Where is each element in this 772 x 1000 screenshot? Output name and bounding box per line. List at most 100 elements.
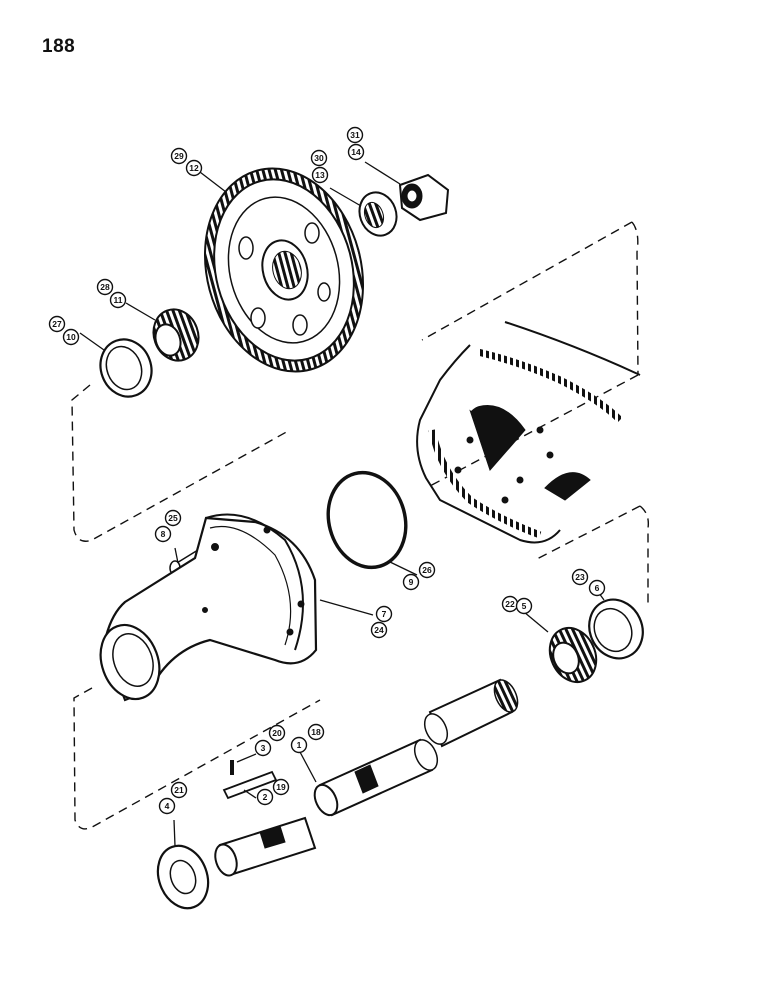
final-drive-housing [416,321,641,544]
callout-circle [347,143,365,161]
callout-label: 22 [505,599,515,609]
callout-c27: 27 [48,315,66,333]
callout-circle [170,781,188,799]
callout-circle [164,509,182,527]
callout-circle [62,328,80,346]
callout-label: 1 [297,740,302,750]
callout-circle [588,579,606,597]
bearing-cup-upper [99,338,153,398]
callout-circle [375,605,393,623]
callout-circle [272,778,290,796]
callout-circle [515,597,533,615]
callout-circle [109,291,127,309]
callout-c25: 25 [164,509,182,527]
callout-circle [418,561,436,579]
callout-c6: 6 [588,579,606,597]
splined-washer [358,191,398,237]
callout-label: 6 [595,583,600,593]
callout-c11: 11 [109,291,127,309]
callout-circle [311,166,329,184]
callout-c12: 12 [185,159,203,177]
callout-c8: 8 [154,525,172,543]
callout-c21: 21 [170,781,188,799]
callout-circle [48,315,66,333]
dashed-guide-lines [71,221,650,830]
bearing-cone-upper [152,308,200,362]
callout-label: 13 [315,170,325,180]
callout-circle [290,736,308,754]
callout-label: 20 [272,728,282,738]
callout-label: 2 [263,792,268,802]
callout-c10: 10 [62,328,80,346]
shaft-stub [214,816,317,877]
callout-circle [256,788,274,806]
callout-circle [170,147,188,165]
callout-c18: 18 [307,723,325,741]
callout-label: 27 [52,319,62,329]
callout-label: 11 [114,295,123,305]
callout-label: 7 [382,609,387,619]
callout-circle [571,568,589,586]
callout-label: 24 [374,625,384,635]
callout-c30: 30 [310,149,328,167]
callout-circle [96,278,114,296]
leader-lines [79,161,605,847]
callout-label: 29 [174,151,184,161]
callout-c2: 2 [256,788,274,806]
callout-label: 12 [189,163,199,173]
callout-c14: 14 [347,143,365,161]
ring-gear [203,167,365,373]
callout-circle [310,149,328,167]
callout-circle [307,723,325,741]
callout-c26: 26 [418,561,436,579]
callout-c13: 13 [311,166,329,184]
callout-label: 19 [276,782,286,792]
callout-circle [268,724,286,742]
seal [156,844,210,910]
callout-label: 25 [168,513,178,523]
callout-label: 14 [351,147,361,157]
callout-c3: 3 [254,739,272,757]
callout-label: 4 [165,801,170,811]
callout-label: 9 [409,577,414,587]
callout-label: 8 [161,529,166,539]
axle-shaft [313,678,519,817]
callout-c4: 4 [158,797,176,815]
callout-c29: 29 [170,147,188,165]
callout-c5: 5 [515,597,533,615]
callout-circle [370,621,388,639]
callout-c24: 24 [370,621,388,639]
key [222,770,278,800]
callout-label: 28 [100,282,110,292]
callout-label: 5 [522,601,527,611]
bearing-cup-lower [588,598,644,660]
callout-label: 23 [575,572,585,582]
o-ring [326,470,408,570]
callout-c19: 19 [272,778,290,796]
callout-label: 31 [350,130,360,140]
callout-circle [185,159,203,177]
callout-c23: 23 [571,568,589,586]
page-number: 188 [42,36,76,57]
callout-label: 30 [314,153,324,163]
axle-housing [99,513,318,702]
callout-c31: 31 [346,126,364,144]
callout-c22: 22 [501,595,519,613]
callout-circle [402,573,420,591]
callout-label: 10 [66,332,76,342]
callout-label: 26 [422,565,432,575]
callout-circle [346,126,364,144]
callout-c20: 20 [268,724,286,742]
callout-c1: 1 [290,736,308,754]
callout-circle [254,739,272,757]
callout-circle [158,797,176,815]
callout-label: 21 [174,785,184,795]
callout-c9: 9 [402,573,420,591]
nut [398,173,450,222]
callout-label: 18 [311,727,321,737]
callout-circle [154,525,172,543]
callout-c28: 28 [96,278,114,296]
callout-label: 3 [261,743,266,753]
